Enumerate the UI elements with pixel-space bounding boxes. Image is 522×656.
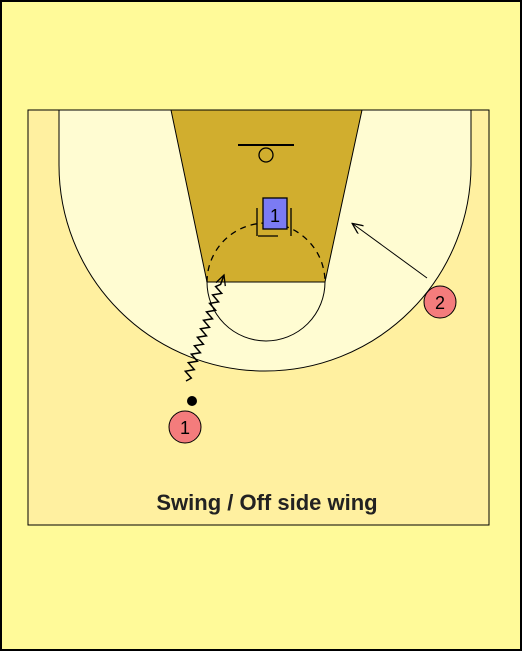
offense-player-1-label: 1	[180, 418, 190, 438]
defender-1-label: 1	[270, 206, 280, 226]
offense-player-2: 2	[423, 285, 457, 319]
cut-path	[353, 224, 428, 279]
offense-player-1: 1	[168, 410, 202, 444]
offense-player-2-label: 2	[435, 293, 445, 313]
dribble-path	[183, 274, 225, 382]
rim	[258, 147, 274, 163]
dribble-arrowhead	[215, 273, 226, 287]
ball-icon	[187, 396, 197, 406]
diagram-caption: Swing / Off side wing	[156, 490, 377, 515]
defender-1: 1	[256, 197, 292, 237]
